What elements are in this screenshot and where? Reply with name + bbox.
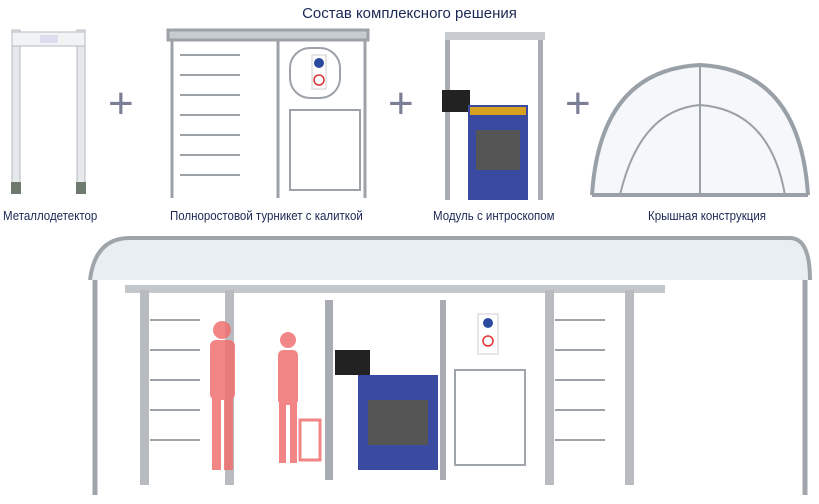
- xray-module-image: [442, 32, 545, 200]
- label-turnstile: Полноростовой турникет с калиткой: [170, 209, 363, 223]
- page-title: Состав комплексного решения: [302, 5, 517, 22]
- person-silhouette: [210, 321, 322, 470]
- label-roof: Крышная конструкция: [648, 209, 766, 223]
- assembled-solution-image: [88, 236, 812, 495]
- plus-sign: +: [108, 79, 134, 128]
- plus-sign: +: [388, 79, 414, 128]
- label-metal-detector: Металлодетектор: [3, 209, 98, 223]
- metal-detector-image: [11, 29, 86, 194]
- roof-image: [590, 62, 810, 197]
- label-xray-module: Модуль с интроскопом: [433, 209, 555, 223]
- plus-sign: +: [565, 79, 591, 128]
- turnstile-image: [166, 28, 370, 198]
